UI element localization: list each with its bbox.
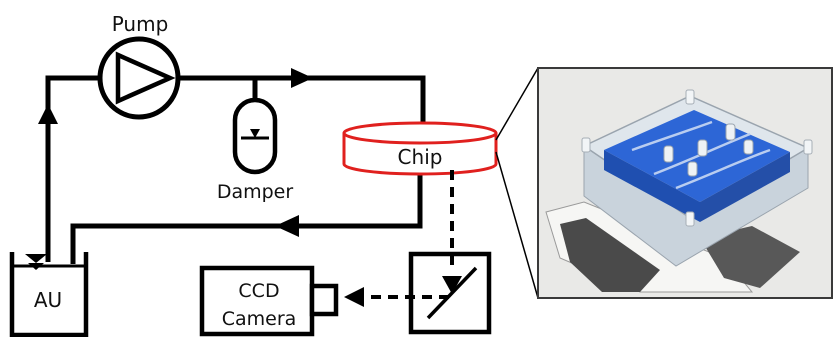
beam-splitter <box>408 251 492 335</box>
flow-lines <box>45 75 426 264</box>
flow-arrows <box>38 68 313 237</box>
ccd-label-line2: Camera <box>222 308 297 330</box>
optical-paths <box>364 170 454 299</box>
reservoir-level-marker-icon-2 <box>28 263 44 270</box>
reservoir-container <box>9 252 89 337</box>
chip-photo <box>537 67 833 299</box>
reservoir: AU <box>9 252 89 337</box>
ccd-label-line1: CCD <box>238 280 279 302</box>
zoom-callout-lines <box>495 67 539 299</box>
chip-body <box>342 133 498 176</box>
optical-arrow-left-head <box>344 287 364 307</box>
au-label: AU <box>34 288 62 312</box>
optical-arrow-down-head <box>442 276 462 294</box>
right-arrow-head <box>291 68 313 88</box>
damper: Damper <box>217 97 294 203</box>
return-line <box>70 172 423 264</box>
reservoir-level-marker-icon <box>25 254 47 263</box>
photo-ports <box>663 123 754 177</box>
photo-blue-chip-edge-2 <box>700 152 790 222</box>
pump-label: Pump <box>112 12 169 36</box>
inlet-line <box>45 75 426 262</box>
damper-label: Damper <box>217 181 294 203</box>
up-arrow-head <box>38 104 58 124</box>
pump-triangle-icon <box>115 51 176 105</box>
left-arrow-head <box>275 215 299 237</box>
pump: Pump <box>97 12 181 120</box>
chip-label: Chip <box>398 145 443 169</box>
chip: Chip <box>342 121 498 176</box>
chip-top <box>342 121 498 145</box>
photo-blue-chip-edge <box>604 150 700 222</box>
damper-level-marker-icon <box>250 129 260 138</box>
camera-lens <box>309 283 339 317</box>
ccd-camera: CCD Camera <box>199 265 339 337</box>
photo-scale-dark <box>560 218 660 292</box>
photo-scale-dark-2 <box>700 226 800 288</box>
photo-posts <box>581 89 813 227</box>
